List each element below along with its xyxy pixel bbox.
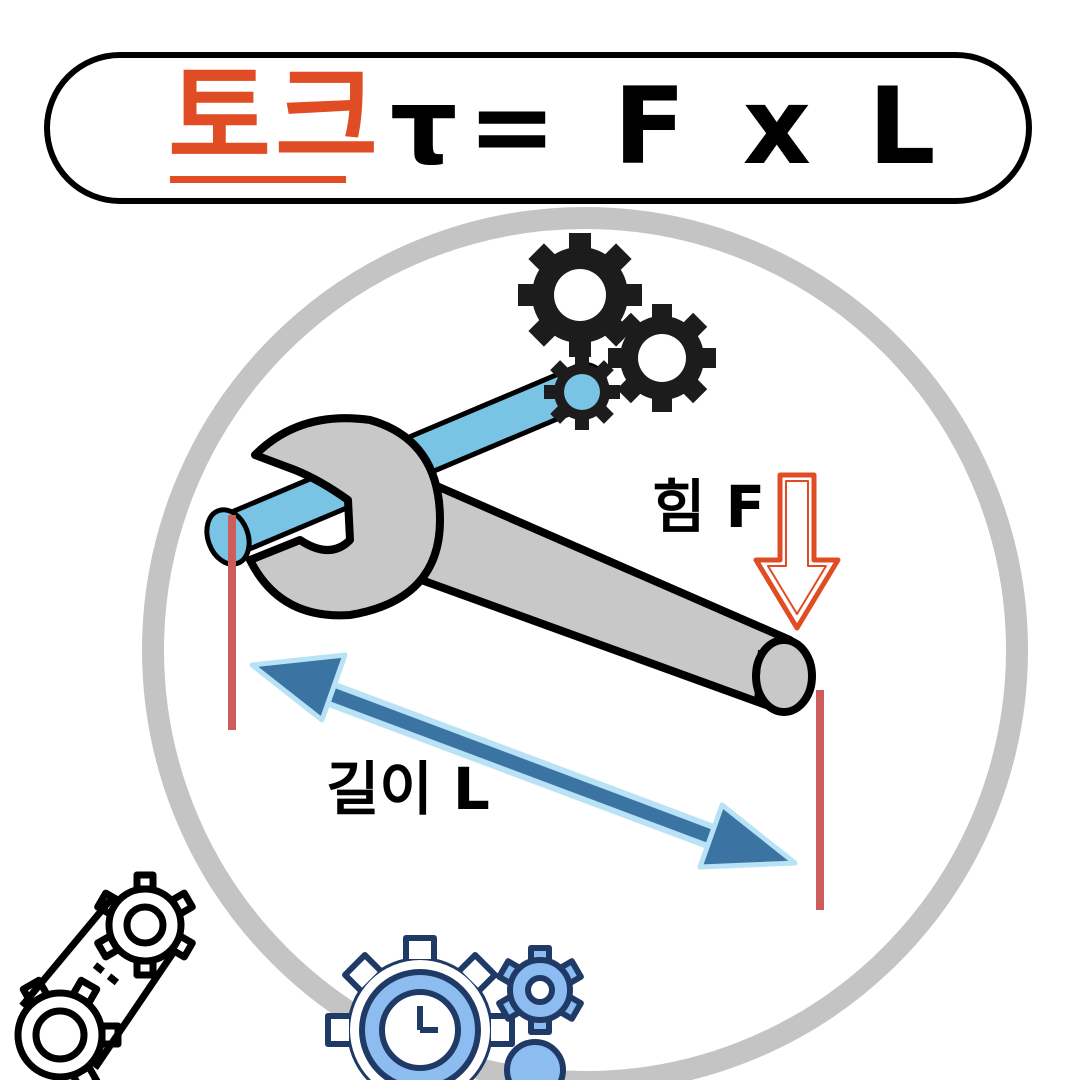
length-arrow-icon bbox=[249, 652, 798, 870]
gear-clock-icon bbox=[325, 935, 584, 1080]
gear-cluster-icon bbox=[518, 233, 716, 430]
length-label: 길이 L bbox=[326, 755, 490, 823]
title-underline bbox=[170, 176, 346, 183]
gear-belt-icon bbox=[14, 871, 196, 1080]
title-formula: τ= F x L bbox=[390, 65, 946, 188]
force-arrow-icon bbox=[753, 472, 841, 631]
force-label: 힘 F bbox=[652, 473, 766, 541]
title-korean: 토크 bbox=[168, 53, 383, 183]
wrench-icon bbox=[246, 414, 816, 716]
background-circle bbox=[142, 207, 1028, 1080]
